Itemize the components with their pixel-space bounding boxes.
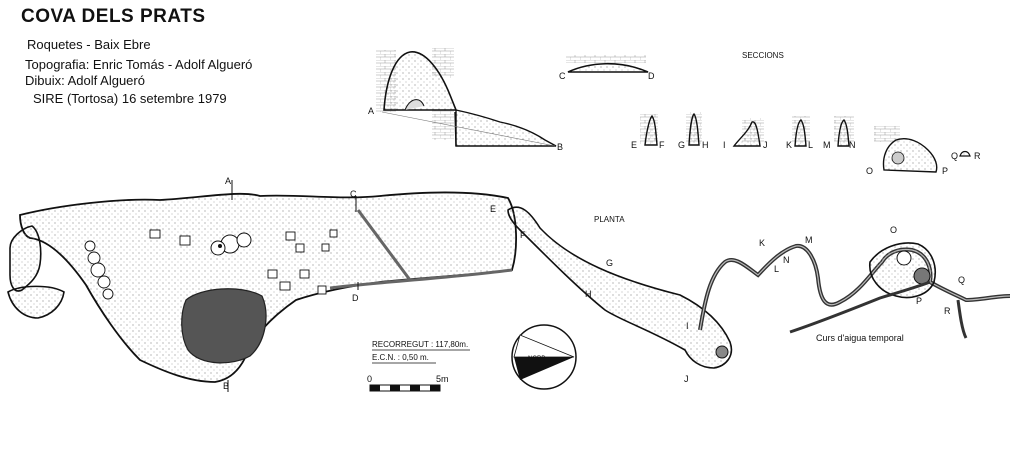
- letter-d-plan: D: [352, 293, 359, 303]
- letter-r-section: R: [974, 151, 981, 161]
- ecn-value: E.C.N. : 0,50 m.: [372, 353, 429, 362]
- topography-credit: Topografia: Enric Tomás - Adolf Algueró: [25, 57, 253, 72]
- letter-h-plan: H: [585, 289, 592, 299]
- letter-n-plan: N: [783, 255, 790, 265]
- letter-r-plan: R: [944, 306, 951, 316]
- scale-bar: [369, 384, 441, 392]
- letter-e-section: E: [631, 140, 637, 150]
- plan-title: PLANTA: [594, 215, 625, 224]
- section-gh: [686, 112, 702, 146]
- letter-f-plan: F: [520, 230, 526, 240]
- letter-l-section: L: [808, 140, 813, 150]
- letter-g-section: G: [678, 140, 685, 150]
- letter-o-plan: O: [890, 225, 897, 235]
- org-date: SIRE (Tortosa) 16 setembre 1979: [33, 91, 227, 106]
- route-length: RECORREGUT : 117,80m.: [372, 340, 468, 349]
- letter-m-section: M: [823, 140, 831, 150]
- letter-b-profile: B: [557, 142, 563, 152]
- letter-j-plan: J: [684, 374, 689, 384]
- letter-b-plan: B: [223, 381, 229, 391]
- letter-d-section: D: [648, 71, 655, 81]
- scale-start: 0: [367, 374, 372, 384]
- letter-j-section: J: [763, 140, 768, 150]
- section-op: [874, 126, 938, 173]
- north-arrow: [511, 324, 577, 390]
- section-mn: [834, 116, 854, 147]
- scale-end: 5m: [436, 374, 449, 384]
- letter-q-plan: Q: [958, 275, 965, 285]
- letter-i-plan: I: [686, 321, 689, 331]
- letter-c-plan: C: [350, 189, 357, 199]
- letter-p-plan: P: [916, 296, 922, 306]
- drawing-credit: Dibuix: Adolf Algueró: [25, 73, 145, 88]
- letter-a-profile: A: [368, 106, 374, 116]
- plan-view: [7, 191, 1011, 383]
- letter-k-plan: K: [759, 238, 765, 248]
- letter-h-section: H: [702, 140, 709, 150]
- map-title: COVA DELS PRATS: [21, 6, 206, 27]
- letter-f-section: F: [659, 140, 665, 150]
- letter-a-plan: A: [225, 176, 231, 186]
- stream-label: Curs d'aigua temporal: [816, 333, 904, 343]
- section-qr: [959, 150, 971, 157]
- letter-l-plan: L: [774, 264, 779, 274]
- section-ef: [640, 114, 658, 146]
- section-profile-ab: [376, 48, 557, 147]
- section-ij: [732, 118, 764, 147]
- letter-n-section: N: [849, 140, 856, 150]
- sections-title: SECCIONS: [742, 51, 784, 60]
- letter-g-plan: G: [606, 258, 613, 268]
- letter-q-section: Q: [951, 151, 958, 161]
- letter-o-section: O: [866, 166, 873, 176]
- letter-c-section: C: [559, 71, 566, 81]
- section-cd: [566, 55, 649, 73]
- north-label: NORD: [528, 356, 546, 362]
- letter-k-section: K: [786, 140, 792, 150]
- section-kl: [792, 116, 810, 147]
- location-text: Roquetes - Baix Ebre: [27, 37, 151, 52]
- letter-m-plan: M: [805, 235, 813, 245]
- letter-e-plan: E: [490, 204, 496, 214]
- letter-i-section: I: [723, 140, 726, 150]
- letter-p-section: P: [942, 166, 948, 176]
